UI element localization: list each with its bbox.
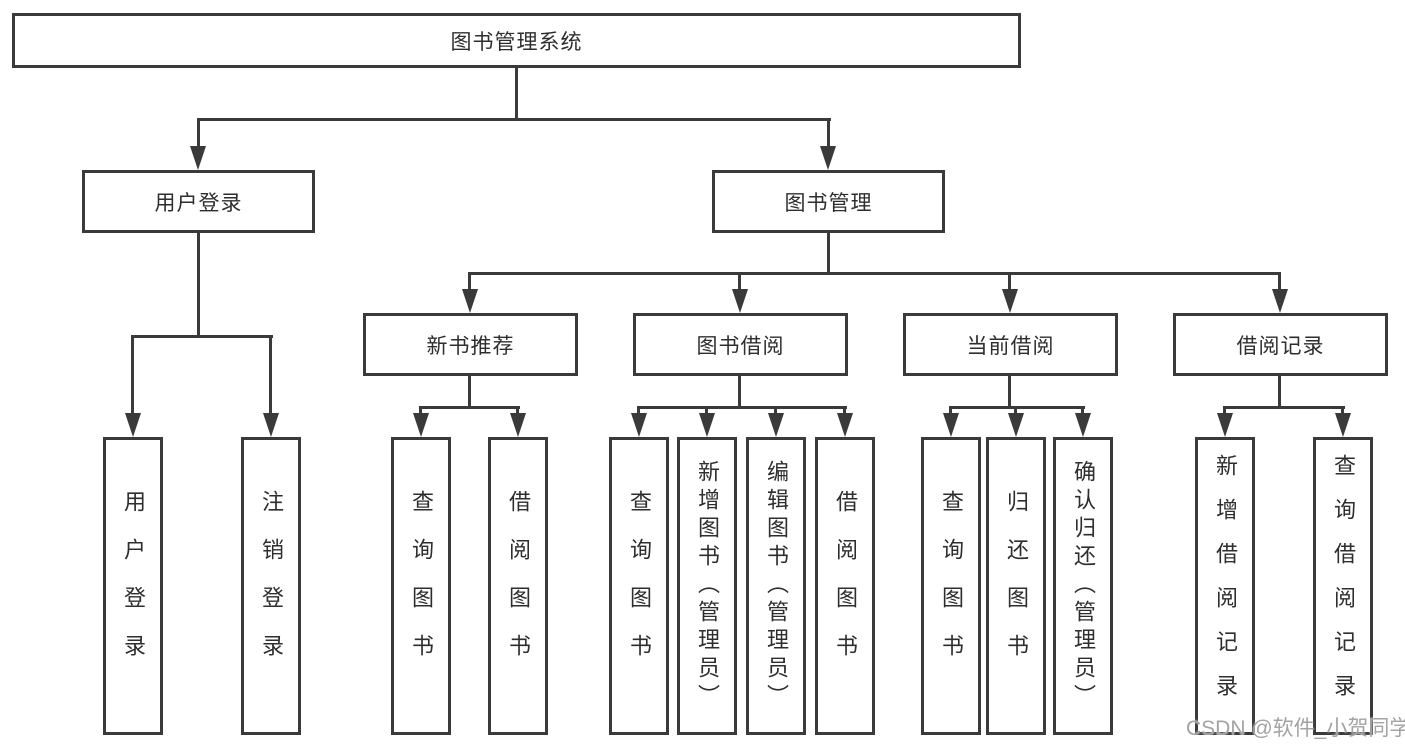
connector-line (1341, 409, 1344, 416)
arrow-down-icon (1335, 413, 1351, 437)
arrow-down-icon (125, 413, 141, 437)
connector-line (1223, 406, 1345, 409)
arrow-down-icon (462, 289, 478, 313)
node-current-borrowing: 当前借阅 (903, 313, 1118, 376)
node-user-login: 用户登录 (82, 170, 315, 233)
arrow-down-icon (1272, 289, 1288, 313)
arrow-down-icon (413, 413, 429, 437)
connector-line (1081, 409, 1084, 416)
csdn-watermark: CSDN @软件_小贺同学 (1186, 717, 1405, 740)
connector-line (738, 275, 741, 291)
leaf-add-books-admin: 新增图书（管理员） (677, 437, 737, 735)
leaf-query-borrow-record: 查询借阅记录 (1313, 437, 1373, 735)
arrow-down-icon (820, 146, 836, 170)
connector-line (1278, 275, 1281, 291)
node-borrowing-records: 借阅记录 (1173, 313, 1388, 376)
connector-line (197, 118, 831, 121)
leaf-query-books-recommend: 查询图书 (391, 437, 451, 735)
connector-line (827, 121, 830, 147)
connector-line (468, 272, 1281, 275)
connector-line (468, 275, 471, 291)
connector-line (949, 406, 1085, 409)
connector-line (705, 409, 708, 416)
leaf-confirm-return-admin: 确认归还（管理员） (1053, 437, 1113, 735)
connector-line (827, 233, 830, 274)
connector-line (197, 233, 200, 335)
leaf-borrow-books-borrowing: 借阅图书 (815, 437, 875, 735)
connector-line (516, 409, 519, 416)
leaf-query-books-current: 查询图书 (921, 437, 981, 735)
arrow-down-icon (768, 413, 784, 437)
leaf-return-books: 归还图书 (986, 437, 1046, 735)
leaf-query-books-borrowing: 查询图书 (609, 437, 669, 735)
connector-line (843, 409, 846, 416)
connector-line (1008, 275, 1011, 291)
arrow-down-icon (510, 413, 526, 437)
connector-line (515, 68, 518, 120)
connector-line (419, 409, 422, 416)
leaf-edit-books-admin: 编辑图书（管理员） (746, 437, 806, 735)
arrow-down-icon (732, 289, 748, 313)
node-book-borrowing: 图书借阅 (633, 313, 848, 376)
arrow-down-icon (190, 146, 206, 170)
connector-line (637, 406, 847, 409)
connector-line (1223, 409, 1226, 416)
connector-line (468, 376, 471, 409)
connector-line (269, 338, 272, 414)
connector-line (738, 376, 741, 409)
node-new-book-recommendation: 新书推荐 (363, 313, 578, 376)
arrow-down-icon (263, 413, 279, 437)
node-root: 图书管理系统 (12, 13, 1021, 68)
leaf-borrow-books-recommend: 借阅图书 (488, 437, 548, 735)
leaf-logout: 注销登录 (241, 437, 301, 735)
arrow-down-icon (1008, 413, 1024, 437)
connector-line (419, 406, 520, 409)
arrow-down-icon (837, 413, 853, 437)
connector-line (131, 335, 273, 338)
connector-line (949, 409, 952, 416)
arrow-down-icon (699, 413, 715, 437)
connector-line (1278, 376, 1281, 409)
connector-line (131, 338, 134, 414)
connector-line (197, 121, 200, 147)
connector-line (774, 409, 777, 416)
node-book-management: 图书管理 (712, 170, 945, 233)
arrow-down-icon (631, 413, 647, 437)
leaf-add-borrow-record: 新增借阅记录 (1195, 437, 1255, 735)
connector-line (1014, 409, 1017, 416)
arrow-down-icon (943, 413, 959, 437)
connector-line (637, 409, 640, 416)
arrow-down-icon (1002, 289, 1018, 313)
connector-line (1008, 376, 1011, 409)
leaf-user-login: 用户登录 (103, 437, 163, 735)
arrow-down-icon (1217, 413, 1233, 437)
arrow-down-icon (1075, 413, 1091, 437)
